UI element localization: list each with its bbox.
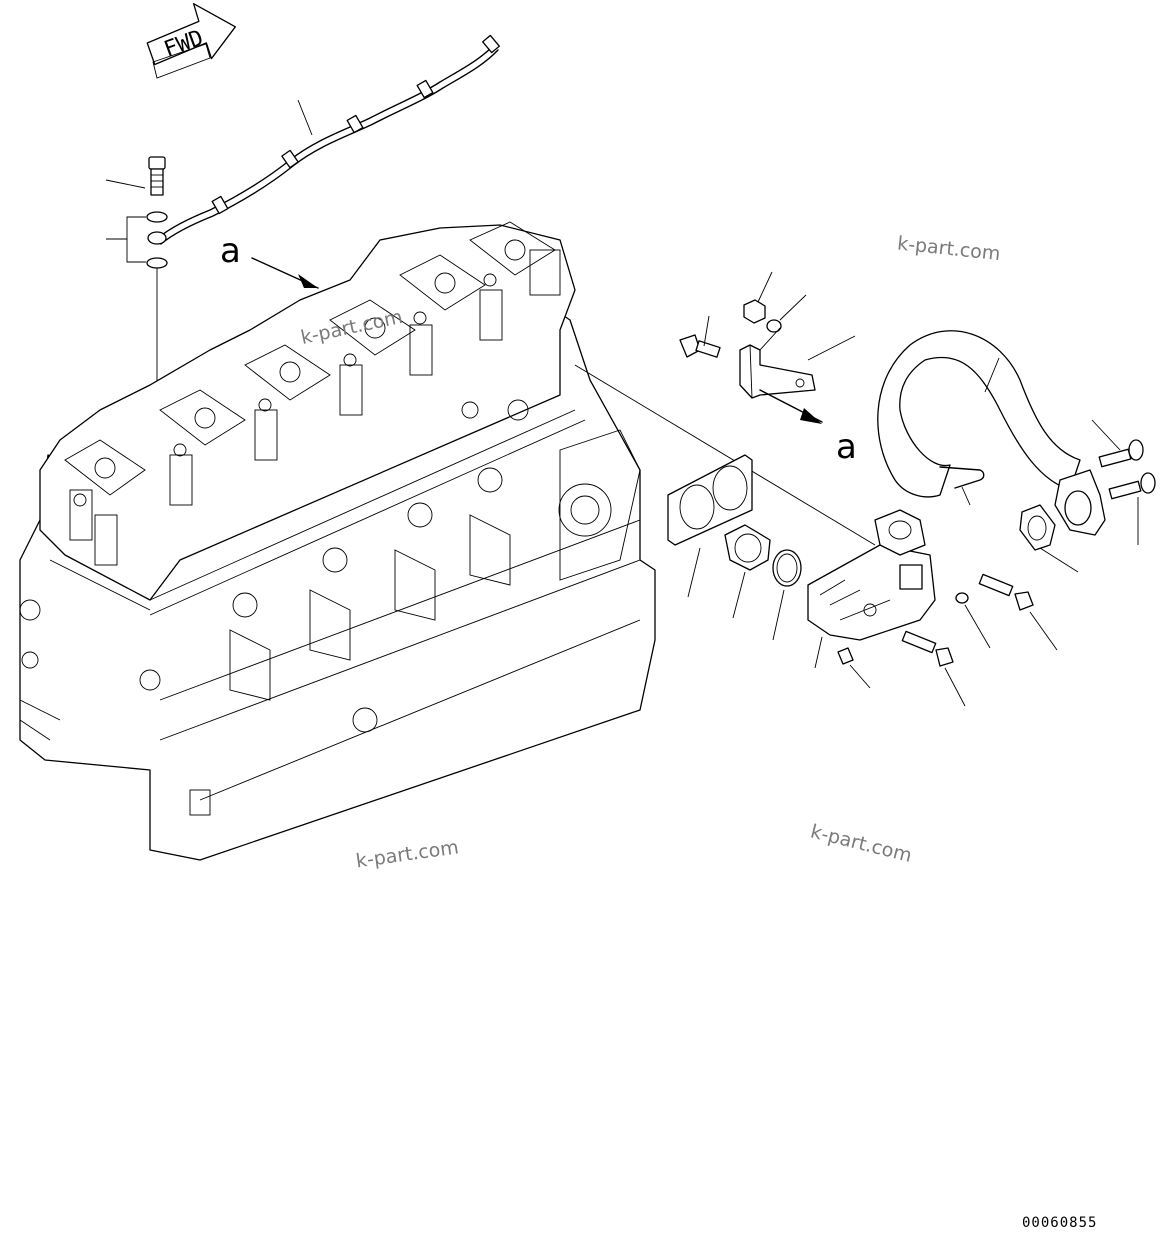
fwd-label: FWD — [161, 26, 207, 63]
coolant-hose — [877, 330, 1081, 506]
reference-arrow-top — [251, 257, 319, 289]
reference-letter-a-top: a — [220, 231, 241, 271]
elbow-gasket — [1019, 504, 1079, 573]
o-ring — [772, 549, 802, 641]
thermostat-housing — [807, 509, 936, 669]
thermostat — [724, 524, 771, 619]
document-number: 00060855 — [1022, 1215, 1097, 1231]
water-outlet-elbow — [1054, 419, 1156, 545]
drain-plug — [837, 647, 871, 689]
fuel-tube-assembly — [157, 34, 500, 245]
bracket-assembly — [679, 271, 856, 399]
housing-bolts — [901, 573, 1058, 707]
fwd-direction-arrow: FWD — [146, 3, 236, 79]
thermostat-gasket — [667, 454, 753, 598]
reference-letter-a-right: a — [836, 427, 857, 467]
watermark-bottom-left: k-part.com — [355, 836, 461, 872]
reference-arrow-right — [759, 389, 823, 424]
assembly-guide-line — [574, 364, 876, 546]
watermark-bottom-right: k-part.com — [808, 821, 914, 867]
engine-block — [19, 221, 656, 861]
banjo-bolt-and-washers — [105, 156, 168, 440]
watermark-top-right: k-part.com — [896, 233, 1001, 266]
